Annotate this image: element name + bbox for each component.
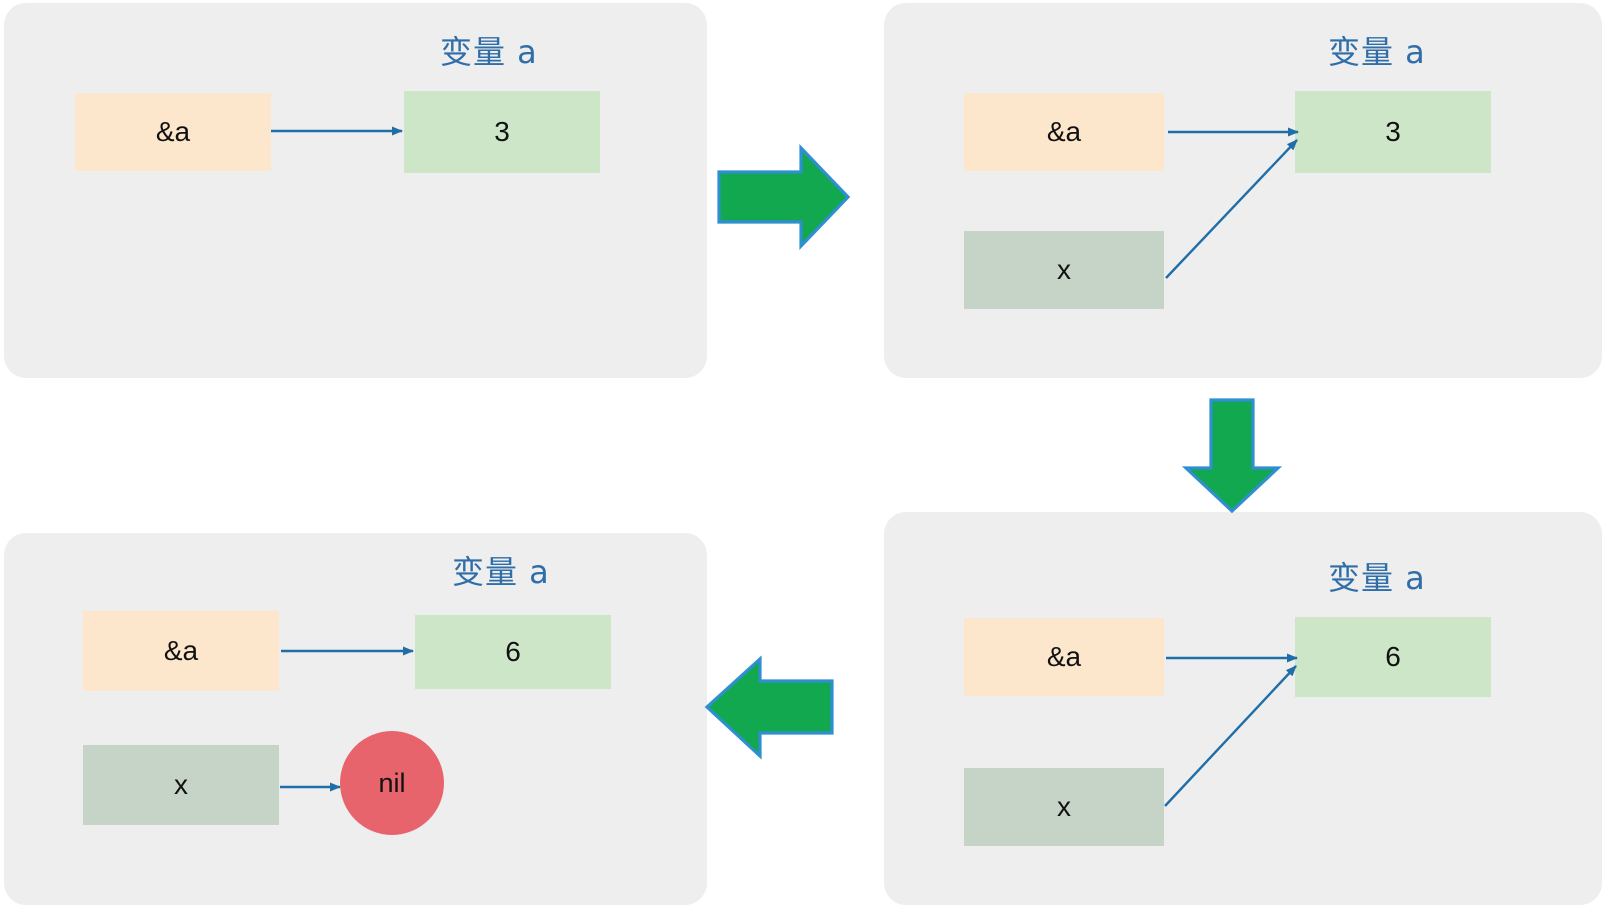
nil-node: nil — [340, 731, 444, 835]
pointer-box: &a — [83, 611, 279, 691]
value-box: 6 — [415, 615, 611, 689]
var-label-a: 变量 a — [452, 553, 550, 591]
pointer-box: &a — [964, 618, 1164, 696]
flow-arrow-right-top-icon[interactable] — [717, 144, 851, 250]
panel-after-x-nil: 变量 a &a 6 x nil — [4, 533, 707, 905]
flow-arrow-left-bottom-icon[interactable] — [704, 655, 834, 760]
var-label-a: 变量 a — [1328, 559, 1426, 597]
pointer-box: &a — [75, 93, 271, 171]
value-box: 6 — [1295, 617, 1491, 697]
x-box: x — [964, 768, 1164, 846]
pointer-box: &a — [964, 93, 1164, 171]
flow-arrow-down-right-icon[interactable] — [1181, 398, 1283, 514]
x-box: x — [964, 231, 1164, 309]
value-box: 3 — [404, 91, 600, 173]
var-label-a: 变量 a — [1328, 33, 1426, 71]
var-label-a: 变量 a — [440, 33, 538, 71]
value-box: 3 — [1295, 91, 1491, 173]
panel-initial: 变量 a &a 3 — [4, 3, 707, 378]
x-box: x — [83, 745, 279, 825]
